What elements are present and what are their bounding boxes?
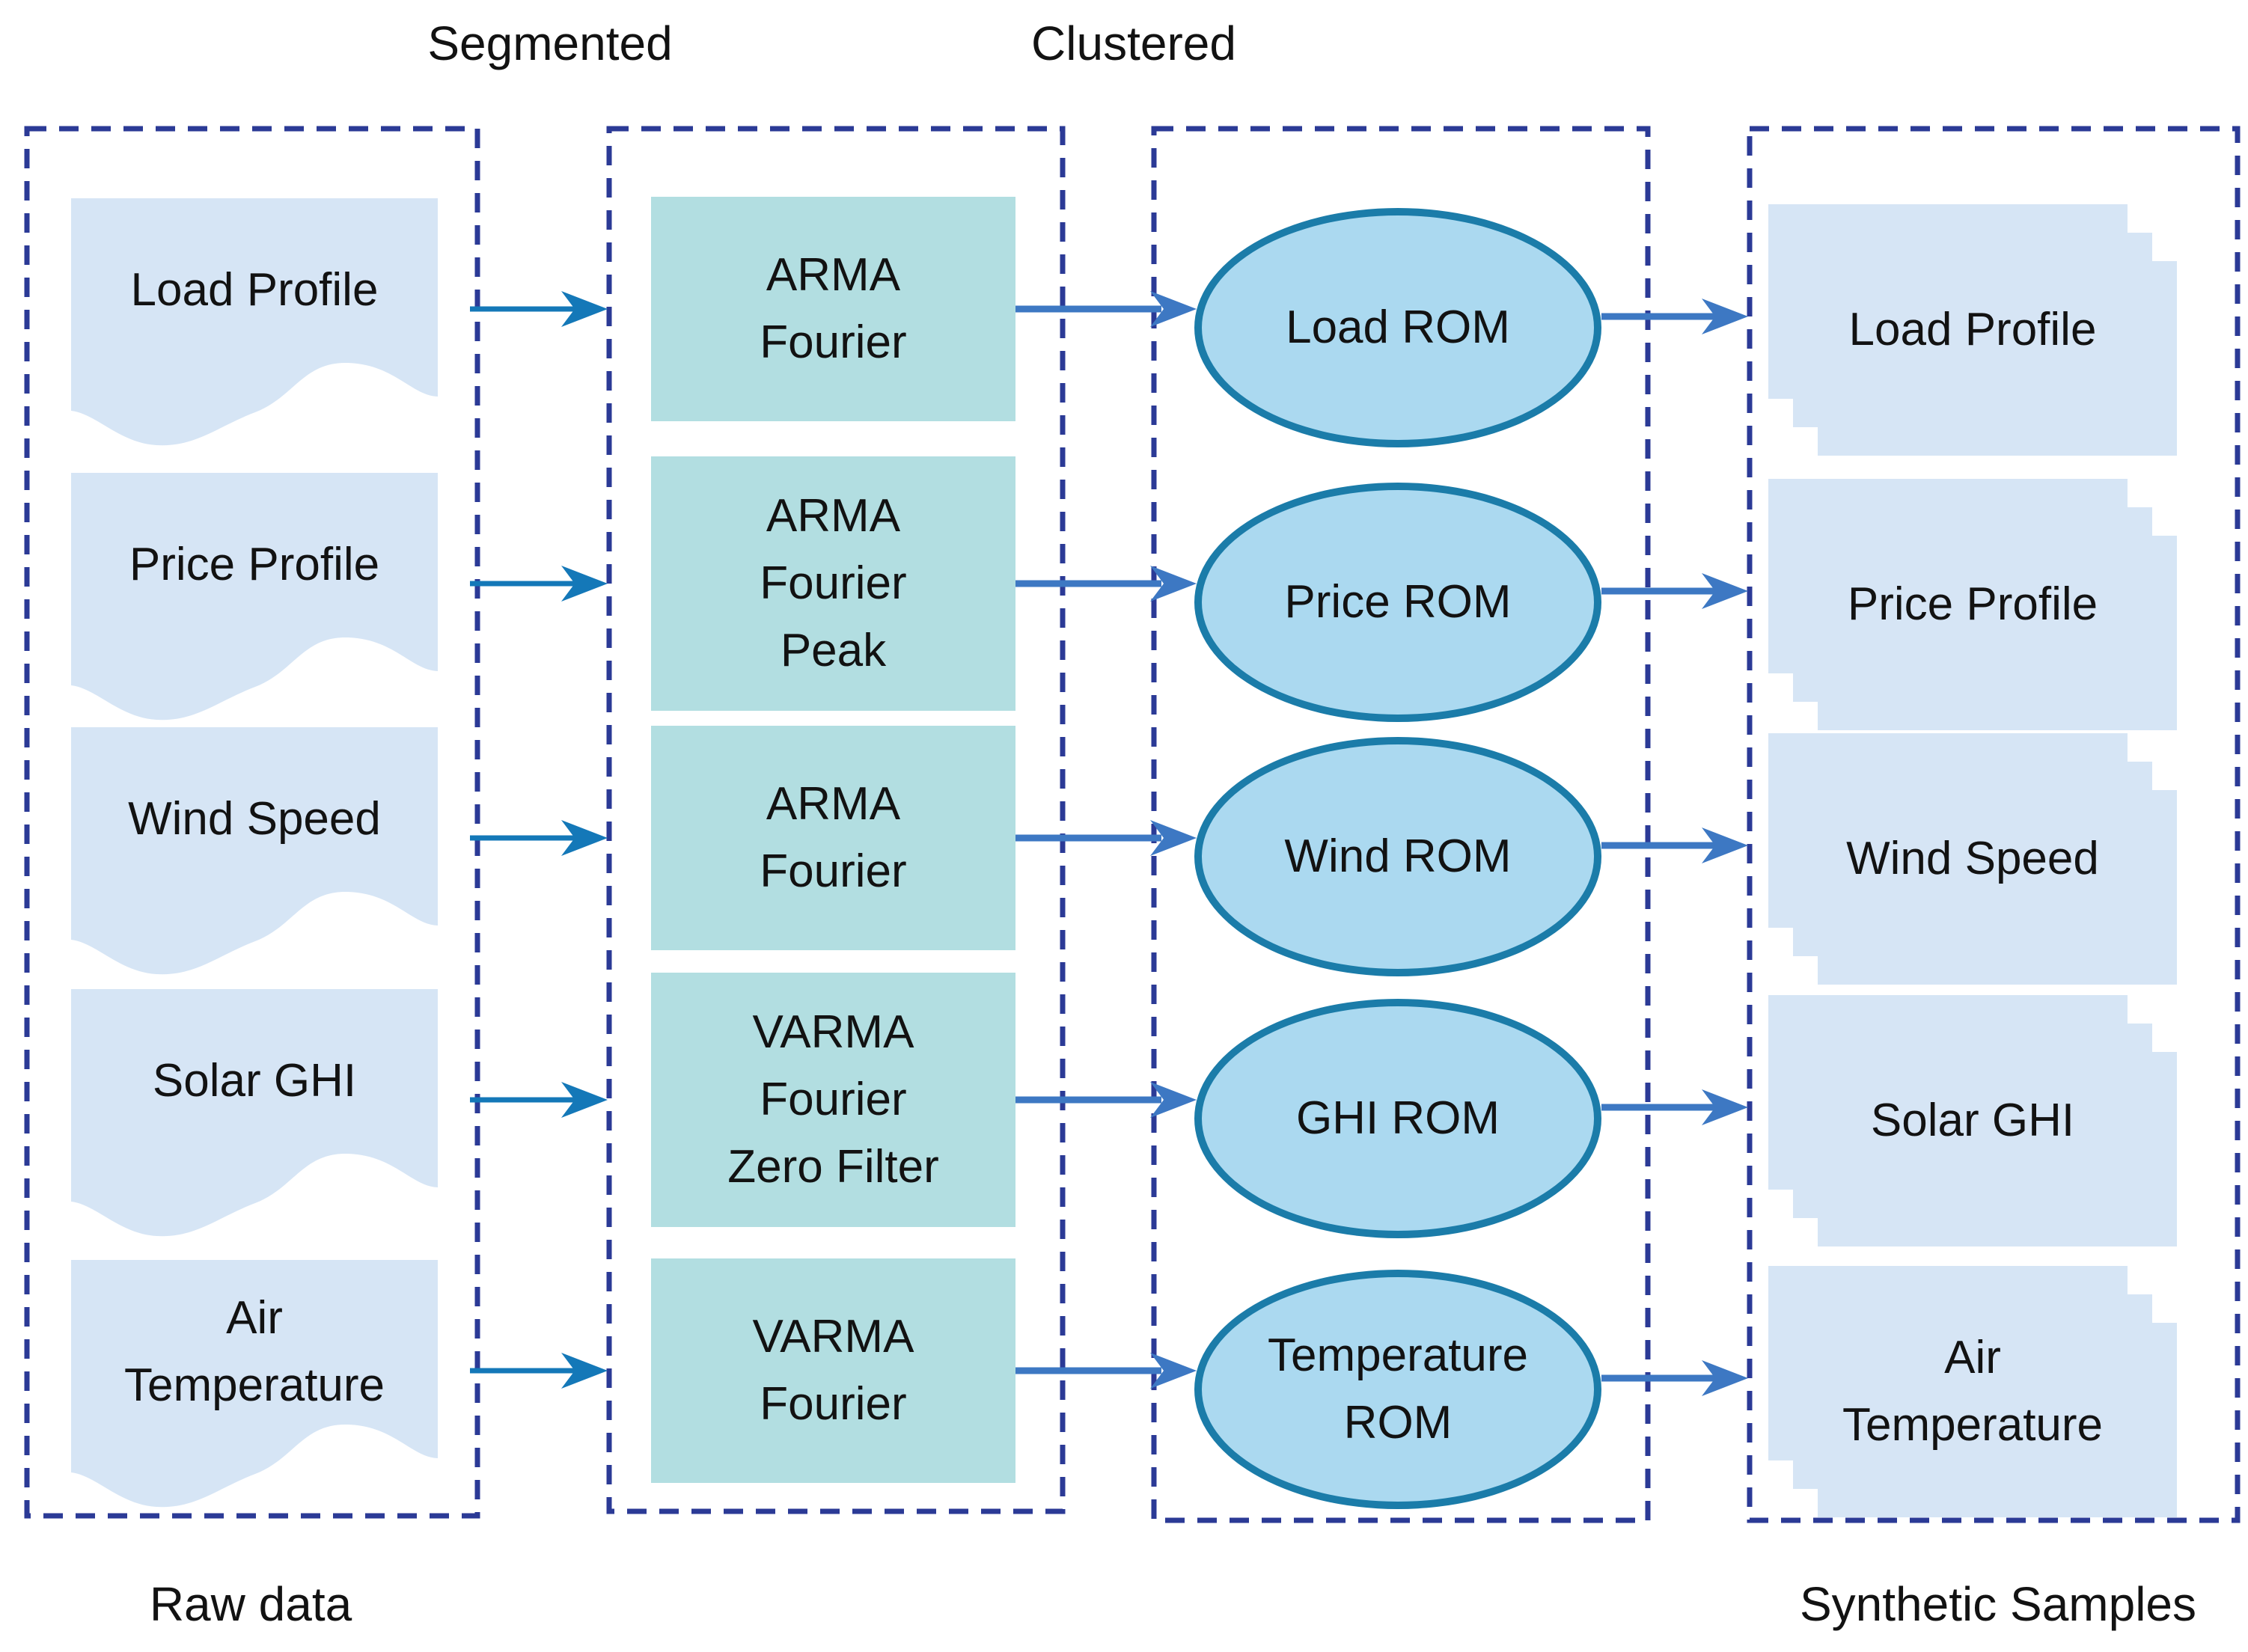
rom-ellipse: Price ROM (1194, 483, 1601, 722)
model-box: ARMA Fourier (651, 197, 1015, 421)
arrow-rom-to-synthetic-row2 (1601, 573, 1748, 609)
arrow-segmented-to-rom-row1 (1015, 291, 1197, 327)
arrow-rom-to-synthetic-row4 (1601, 1089, 1748, 1125)
arrow-rom-to-synthetic-row1 (1601, 299, 1748, 334)
model-box-label: ARMA Fourier (760, 778, 907, 897)
model-box-label: VARMA Fourier Zero Filter (727, 1006, 939, 1193)
synthetic-column-border (1747, 126, 2241, 1523)
raw-card-label: Air Temperature (123, 1292, 385, 1411)
arrow-raw-to-segmented-row5 (470, 1353, 608, 1389)
arrow-rom-to-synthetic-row5 (1601, 1360, 1748, 1396)
synthetic-stack-label: Solar GHI (1870, 1095, 2075, 1146)
arrow-segmented-to-rom-row4 (1015, 1082, 1197, 1118)
rom-ellipse: Wind ROM (1194, 737, 1601, 976)
model-box: ARMA Fourier Peak (651, 456, 1015, 711)
model-box-label: ARMA Fourier Peak (760, 490, 907, 676)
synthetic-stack-label: Wind Speed (1846, 833, 2099, 884)
synthetic-stack-label: Load Profile (1848, 304, 2097, 355)
arrow-raw-to-segmented-row4 (470, 1082, 608, 1118)
raw-card (71, 1260, 438, 1508)
stack-sheet (1818, 790, 2177, 985)
raw-card-label: Load Profile (130, 264, 379, 316)
rom-ellipse-label: Temperature ROM (1267, 1330, 1529, 1448)
footer-synthetic-samples-label: Synthetic Samples (1799, 1577, 2197, 1631)
synthetic-stack: Wind Speed (1768, 733, 2177, 985)
stack-sheet (1818, 261, 2177, 456)
raw-data-column-border (24, 126, 480, 1519)
synthetic-stack: Air Temperature (1768, 1266, 2177, 1517)
synthetic-stack: Price Profile (1768, 479, 2177, 730)
model-box: VARMA Fourier Zero Filter (651, 973, 1015, 1227)
arrow-segmented-to-rom-row3 (1015, 820, 1197, 856)
raw-card (71, 989, 438, 1237)
header-segmented-label: Segmented (427, 16, 673, 70)
stack-sheet (1818, 1323, 2177, 1517)
stack-sheet (1818, 536, 2177, 730)
arrow-rom-to-synthetic-row3 (1601, 827, 1748, 863)
synthetic-stack-label: Air Temperature (1842, 1332, 2104, 1451)
segmented-column-border (606, 126, 1066, 1514)
raw-card (71, 727, 438, 975)
model-box: VARMA Fourier (651, 1258, 1015, 1483)
synthetic-stack-label: Price Profile (1847, 578, 2098, 630)
synthetic-stack: Load Profile (1768, 204, 2177, 456)
raw-card-label: Solar GHI (152, 1055, 357, 1107)
arrow-raw-to-segmented-row3 (470, 820, 608, 856)
footer-raw-data-label: Raw data (149, 1577, 352, 1631)
rom-ellipse-label: Price ROM (1284, 576, 1512, 628)
arrow-raw-to-segmented-row2 (470, 566, 608, 602)
raw-card (71, 198, 438, 446)
arrow-segmented-to-rom-row2 (1015, 566, 1197, 602)
model-box: ARMA Fourier (651, 726, 1015, 950)
raw-card-label: Wind Speed (128, 793, 381, 845)
rom-ellipse-label: Wind ROM (1284, 830, 1512, 882)
model-box-label: VARMA Fourier (752, 1311, 914, 1430)
arrow-segmented-to-rom-row5 (1015, 1353, 1197, 1389)
raw-card-label: Price Profile (129, 539, 380, 590)
header-clustered-label: Clustered (1031, 16, 1236, 70)
stack-sheet (1818, 1052, 2177, 1246)
synthetic-stack: Solar GHI (1768, 995, 2177, 1246)
rom-ellipse-label: GHI ROM (1295, 1092, 1500, 1144)
rom-ellipse-label: Load ROM (1286, 302, 1510, 353)
rom-ellipse: Temperature ROM (1194, 1270, 1601, 1509)
model-box-label: ARMA Fourier (760, 249, 907, 368)
raw-card (71, 473, 438, 721)
rom-ellipse: Load ROM (1194, 208, 1601, 447)
rom-ellipse: GHI ROM (1194, 999, 1601, 1238)
arrow-raw-to-segmented-row1 (470, 291, 608, 327)
